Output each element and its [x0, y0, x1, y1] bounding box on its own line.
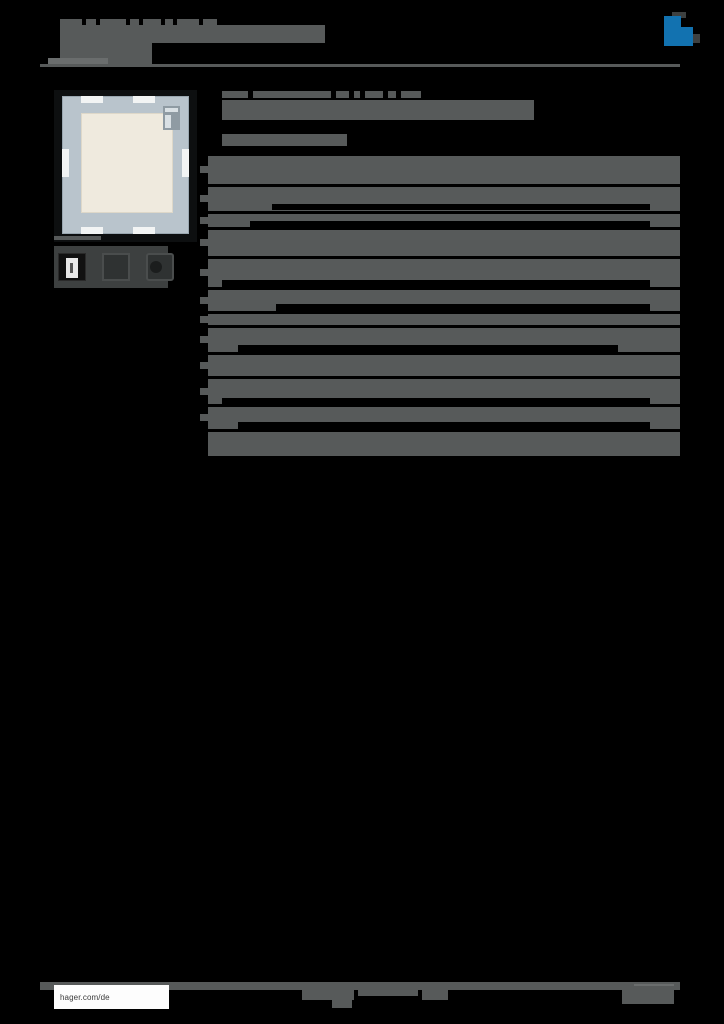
spec-row-label-tick: [200, 217, 208, 224]
spec-row: [208, 432, 680, 456]
spec-row: [200, 230, 680, 256]
spec-row-label-tick: [200, 388, 208, 395]
spec-row-value-gap: [222, 398, 650, 404]
thumbnail-switch-square[interactable]: [102, 253, 130, 281]
header-redaction-band: [60, 25, 325, 43]
spec-row: [200, 156, 680, 184]
spec-row: [200, 379, 680, 404]
product-title-area: [222, 88, 682, 146]
footer-text-block: [302, 988, 354, 1000]
spec-row: [200, 259, 680, 287]
spec-row: [200, 290, 680, 311]
product-subtitle: [222, 134, 347, 146]
spec-row-label-tick: [200, 336, 208, 343]
footer-text-block: [332, 1000, 352, 1008]
page-footer: hager.com/de: [40, 982, 680, 1012]
spec-row-label-tick: [200, 195, 208, 202]
switch-mounting-frame: [62, 96, 189, 234]
thumbnail-switch-round[interactable]: [146, 253, 174, 281]
frame-clip-detail: [163, 106, 180, 130]
footer-page-marker: [622, 986, 674, 1004]
product-title-ascenders: [222, 88, 682, 98]
page-title: [222, 100, 534, 120]
product-image[interactable]: [54, 90, 197, 242]
spec-row: [200, 355, 680, 376]
footer-text-block: [422, 988, 448, 1000]
footer-text-block: [358, 986, 418, 996]
spec-row: [200, 314, 680, 325]
spec-row-value-gap: [238, 422, 650, 429]
spec-row-label-tick: [200, 166, 208, 173]
spec-row-label-tick: [200, 414, 208, 421]
spec-row-label-tick: [200, 269, 208, 276]
spec-row-label-tick: [200, 239, 208, 246]
spec-row-label-tick: [200, 316, 208, 323]
spec-row-value-gap: [272, 204, 650, 210]
header-rule: [40, 64, 680, 67]
spec-row: [200, 214, 680, 227]
spec-row: [200, 328, 680, 352]
thumbnail-switch-front[interactable]: [58, 253, 86, 281]
spec-row-label-tick: [200, 297, 208, 304]
switch-rocker-cover: [81, 113, 173, 213]
spec-row-value-gap: [250, 221, 650, 227]
spec-row-value-gap: [222, 280, 650, 287]
hager-logo: [660, 10, 706, 48]
footer-url[interactable]: hager.com/de: [54, 985, 169, 1009]
header-title-blocks: [60, 14, 217, 28]
spec-row: [200, 407, 680, 429]
spec-row-value-gap: [276, 304, 650, 311]
thumbnail-strip: [54, 246, 174, 288]
specification-table: [200, 156, 680, 459]
product-image-caption: [54, 236, 101, 240]
header-rule-cap: [48, 58, 108, 64]
spec-row-label-tick: [200, 362, 208, 369]
spec-row-value-gap: [238, 345, 618, 352]
page-header: [60, 14, 680, 65]
spec-row: [200, 187, 680, 211]
